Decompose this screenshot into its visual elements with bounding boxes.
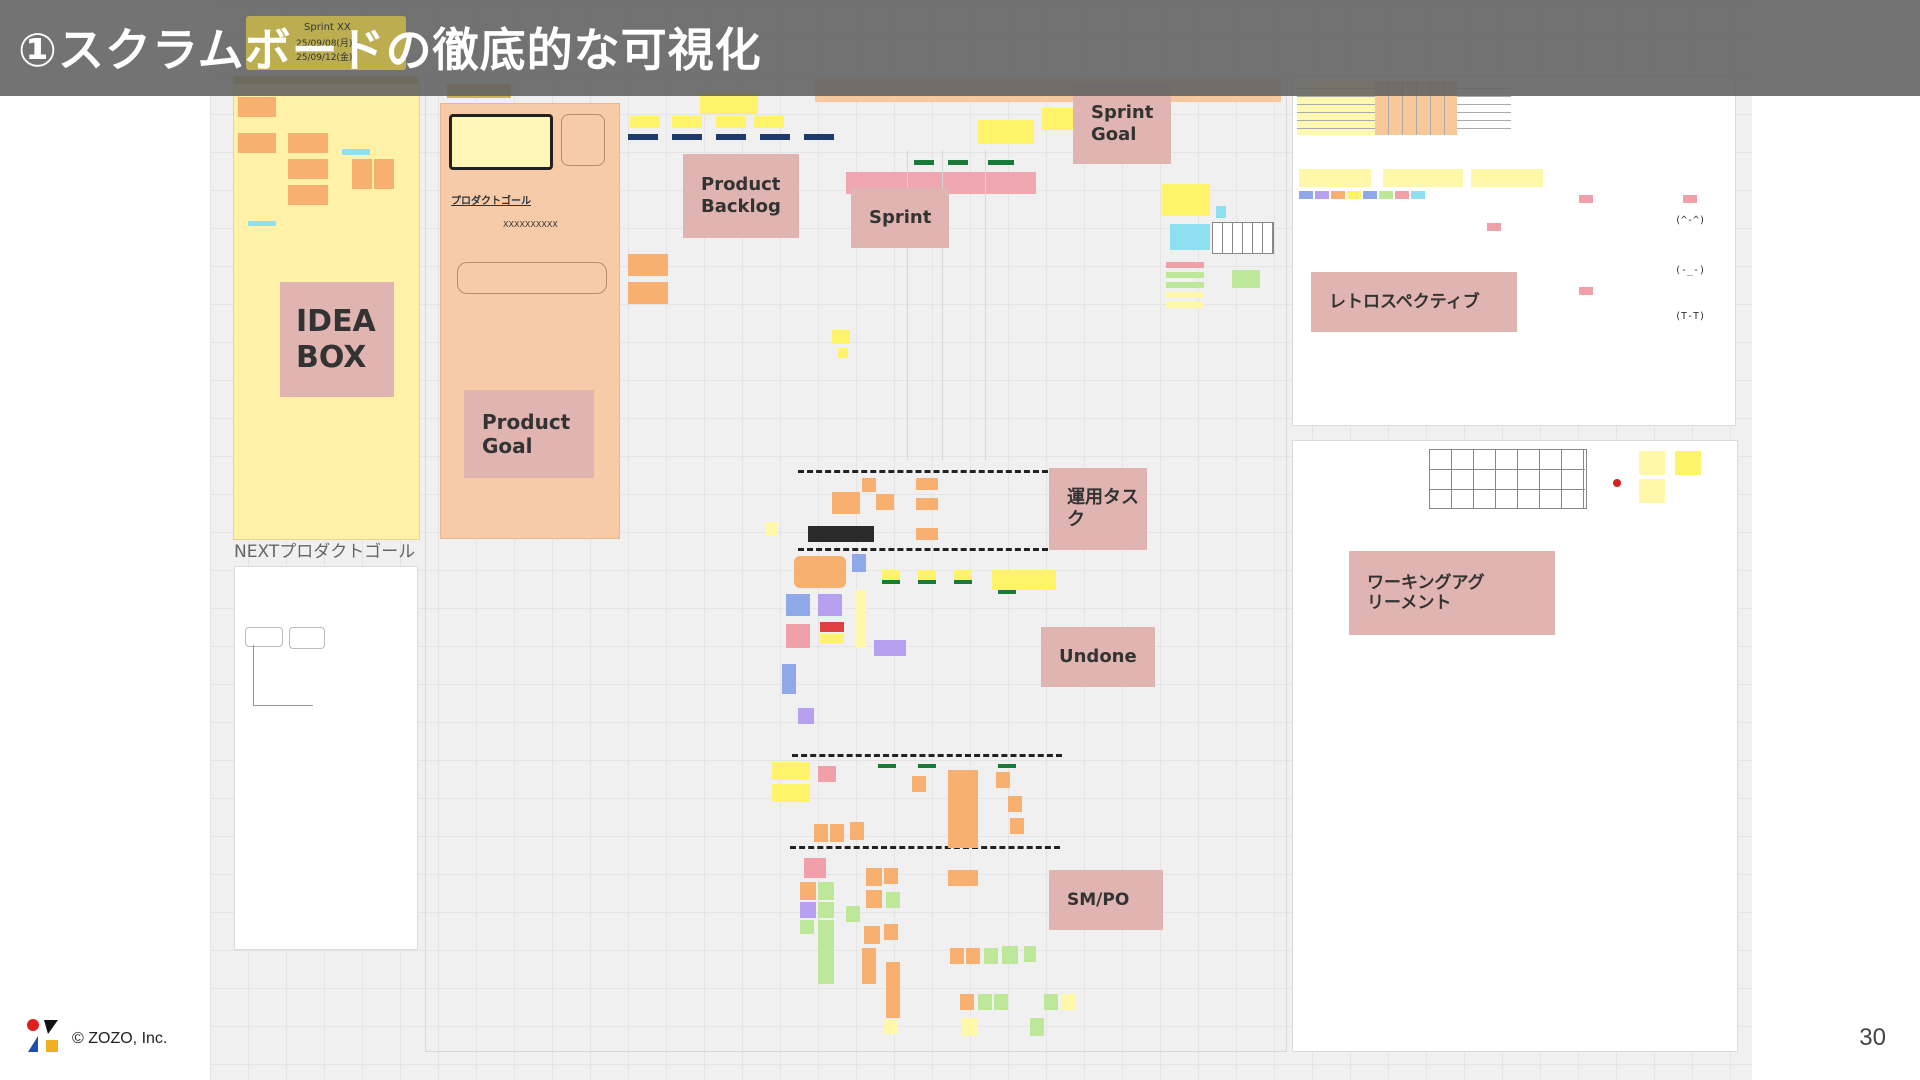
undone-label: Undone [1041, 627, 1155, 687]
retro-emote-sad: (T-T) [1675, 311, 1705, 322]
retro-emote-happy: (^-^) [1675, 215, 1705, 226]
next-product-goal-label: NEXTプロダクトゴール [234, 537, 415, 562]
product-backlog-label: Product Backlog [683, 154, 799, 238]
working-agreement-label: ワーキングアグリーメント [1349, 551, 1555, 635]
next-product-goal-panel[interactable] [234, 566, 418, 950]
product-goal-label: Product Goal [464, 390, 594, 478]
working-agreement-panel[interactable] [1292, 440, 1738, 1052]
zozo-logo-icon [26, 1018, 60, 1054]
slide-title-bar: Sprint XX 25/09/08(月)~ 25/09/12(金) ①スクラム… [0, 0, 1920, 96]
sprint-label: Sprint [851, 188, 949, 248]
sm-po-label: SM/PO [1049, 870, 1163, 930]
retro-emote-neutral: (-_-) [1675, 265, 1705, 276]
idea-box-label: IDEA BOX [280, 282, 394, 397]
sprint-goal-label: Sprint Goal [1073, 84, 1171, 164]
retrospective-panel[interactable]: (^-^) (-_-) (T-T) [1292, 76, 1736, 426]
ops-task-label: 運用タスク [1049, 468, 1147, 550]
retrospective-label: レトロスペクティブ [1311, 272, 1517, 332]
copyright-text: © ZOZO, Inc. [72, 1030, 167, 1048]
page-number: 30 [1859, 1024, 1886, 1052]
slide-title: ①スクラムボードの徹底的な可視化 [18, 14, 762, 80]
